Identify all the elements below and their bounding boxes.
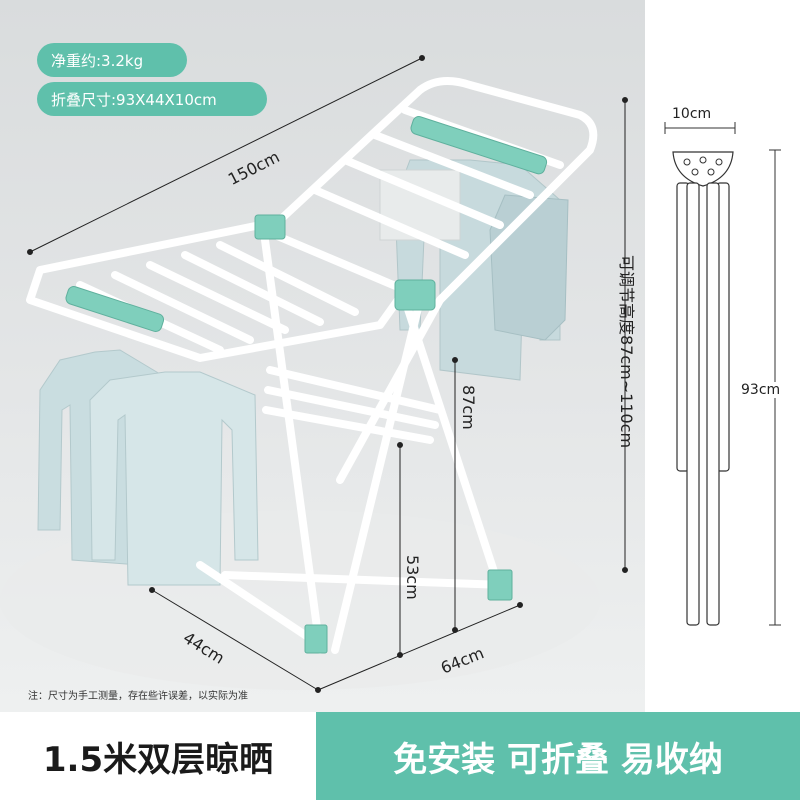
net-weight-badge: 净重约:3.2kg <box>37 43 187 77</box>
folded-length-label: 93cm <box>741 382 781 398</box>
upper-height-label: 87cm <box>459 385 478 430</box>
right-clothes <box>379 159 569 381</box>
lower-height-label: 53cm <box>403 555 422 600</box>
adjustable-height-label: 可调节高度87cm~110cm <box>617 255 636 449</box>
product-photo: 净重约:3.2kg 折叠尺寸:93X44X10cm 150cm 可调节高度87c… <box>0 0 645 712</box>
left-clothes <box>37 349 259 586</box>
measurement-note: 注：尺寸为手工测量，存在些许误差，以实际为准 <box>28 691 248 702</box>
folded-view-panel: 10cm 93cm <box>645 0 800 712</box>
feature-highlights: 免安装 可折叠 易收纳 <box>316 712 800 800</box>
folded-thickness-label: 10cm <box>672 106 712 122</box>
drying-rack-illustration <box>0 55 628 693</box>
feature-double-layer: 1.5米双层晾晒 <box>0 712 316 800</box>
folded-size-badge: 折叠尺寸:93X44X10cm <box>37 82 267 116</box>
folded-rack-illustration <box>664 122 781 626</box>
